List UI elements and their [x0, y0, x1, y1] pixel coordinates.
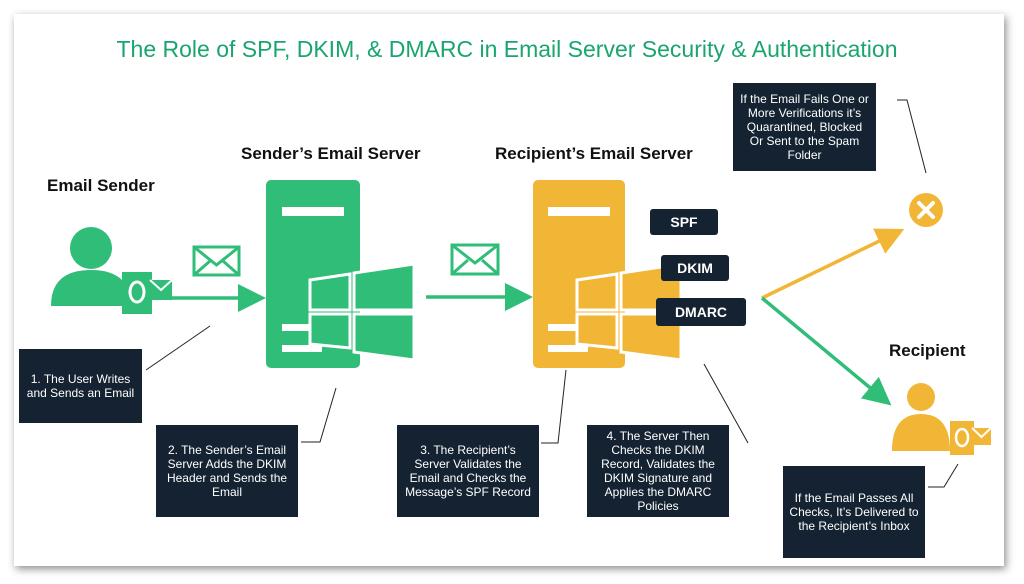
- fail-x-icon: [909, 193, 943, 227]
- step-4-box: 4. The Server Then Checks the DKIM Recor…: [587, 425, 729, 517]
- step-1-box: 1. The User Writes and Sends an Email: [19, 349, 142, 423]
- sender-server-icon: [266, 180, 416, 368]
- fail-box: If the Email Fails One or More Verificat…: [733, 83, 876, 171]
- sender-outlook-icon: [122, 272, 173, 314]
- diagram-title: The Role of SPF, DKIM, & DMARC in Email …: [116, 36, 898, 62]
- recipient-outlook-icon: [950, 421, 992, 455]
- dmarc-tag: DMARC: [656, 298, 746, 326]
- arrow-to-fail: [761, 228, 905, 300]
- recipient-user-icon: [892, 383, 950, 451]
- recipient-label: Recipient: [889, 341, 966, 360]
- leader-lines: [145, 99, 959, 488]
- arrow-to-recipient: [760, 296, 892, 406]
- step-3-box: 3. The Recipient’s Server Validates the …: [397, 425, 539, 517]
- envelope-icon: [192, 245, 241, 277]
- recipient-server-icon: [533, 180, 683, 368]
- step-2-box: 2. The Sender’s Email Server Adds the DK…: [156, 425, 298, 517]
- envelope-icon: [450, 243, 500, 276]
- recipient-server-label: Recipient’s Email Server: [495, 144, 693, 163]
- sender-user-icon: [51, 227, 131, 306]
- sender-server-label: Sender’s Email Server: [241, 144, 421, 163]
- spf-tag: SPF: [650, 209, 718, 235]
- pass-box: If the Email Passes All Checks, It’s Del…: [783, 466, 925, 558]
- dkim-tag: DKIM: [661, 255, 729, 281]
- sender-label: Email Sender: [47, 176, 155, 195]
